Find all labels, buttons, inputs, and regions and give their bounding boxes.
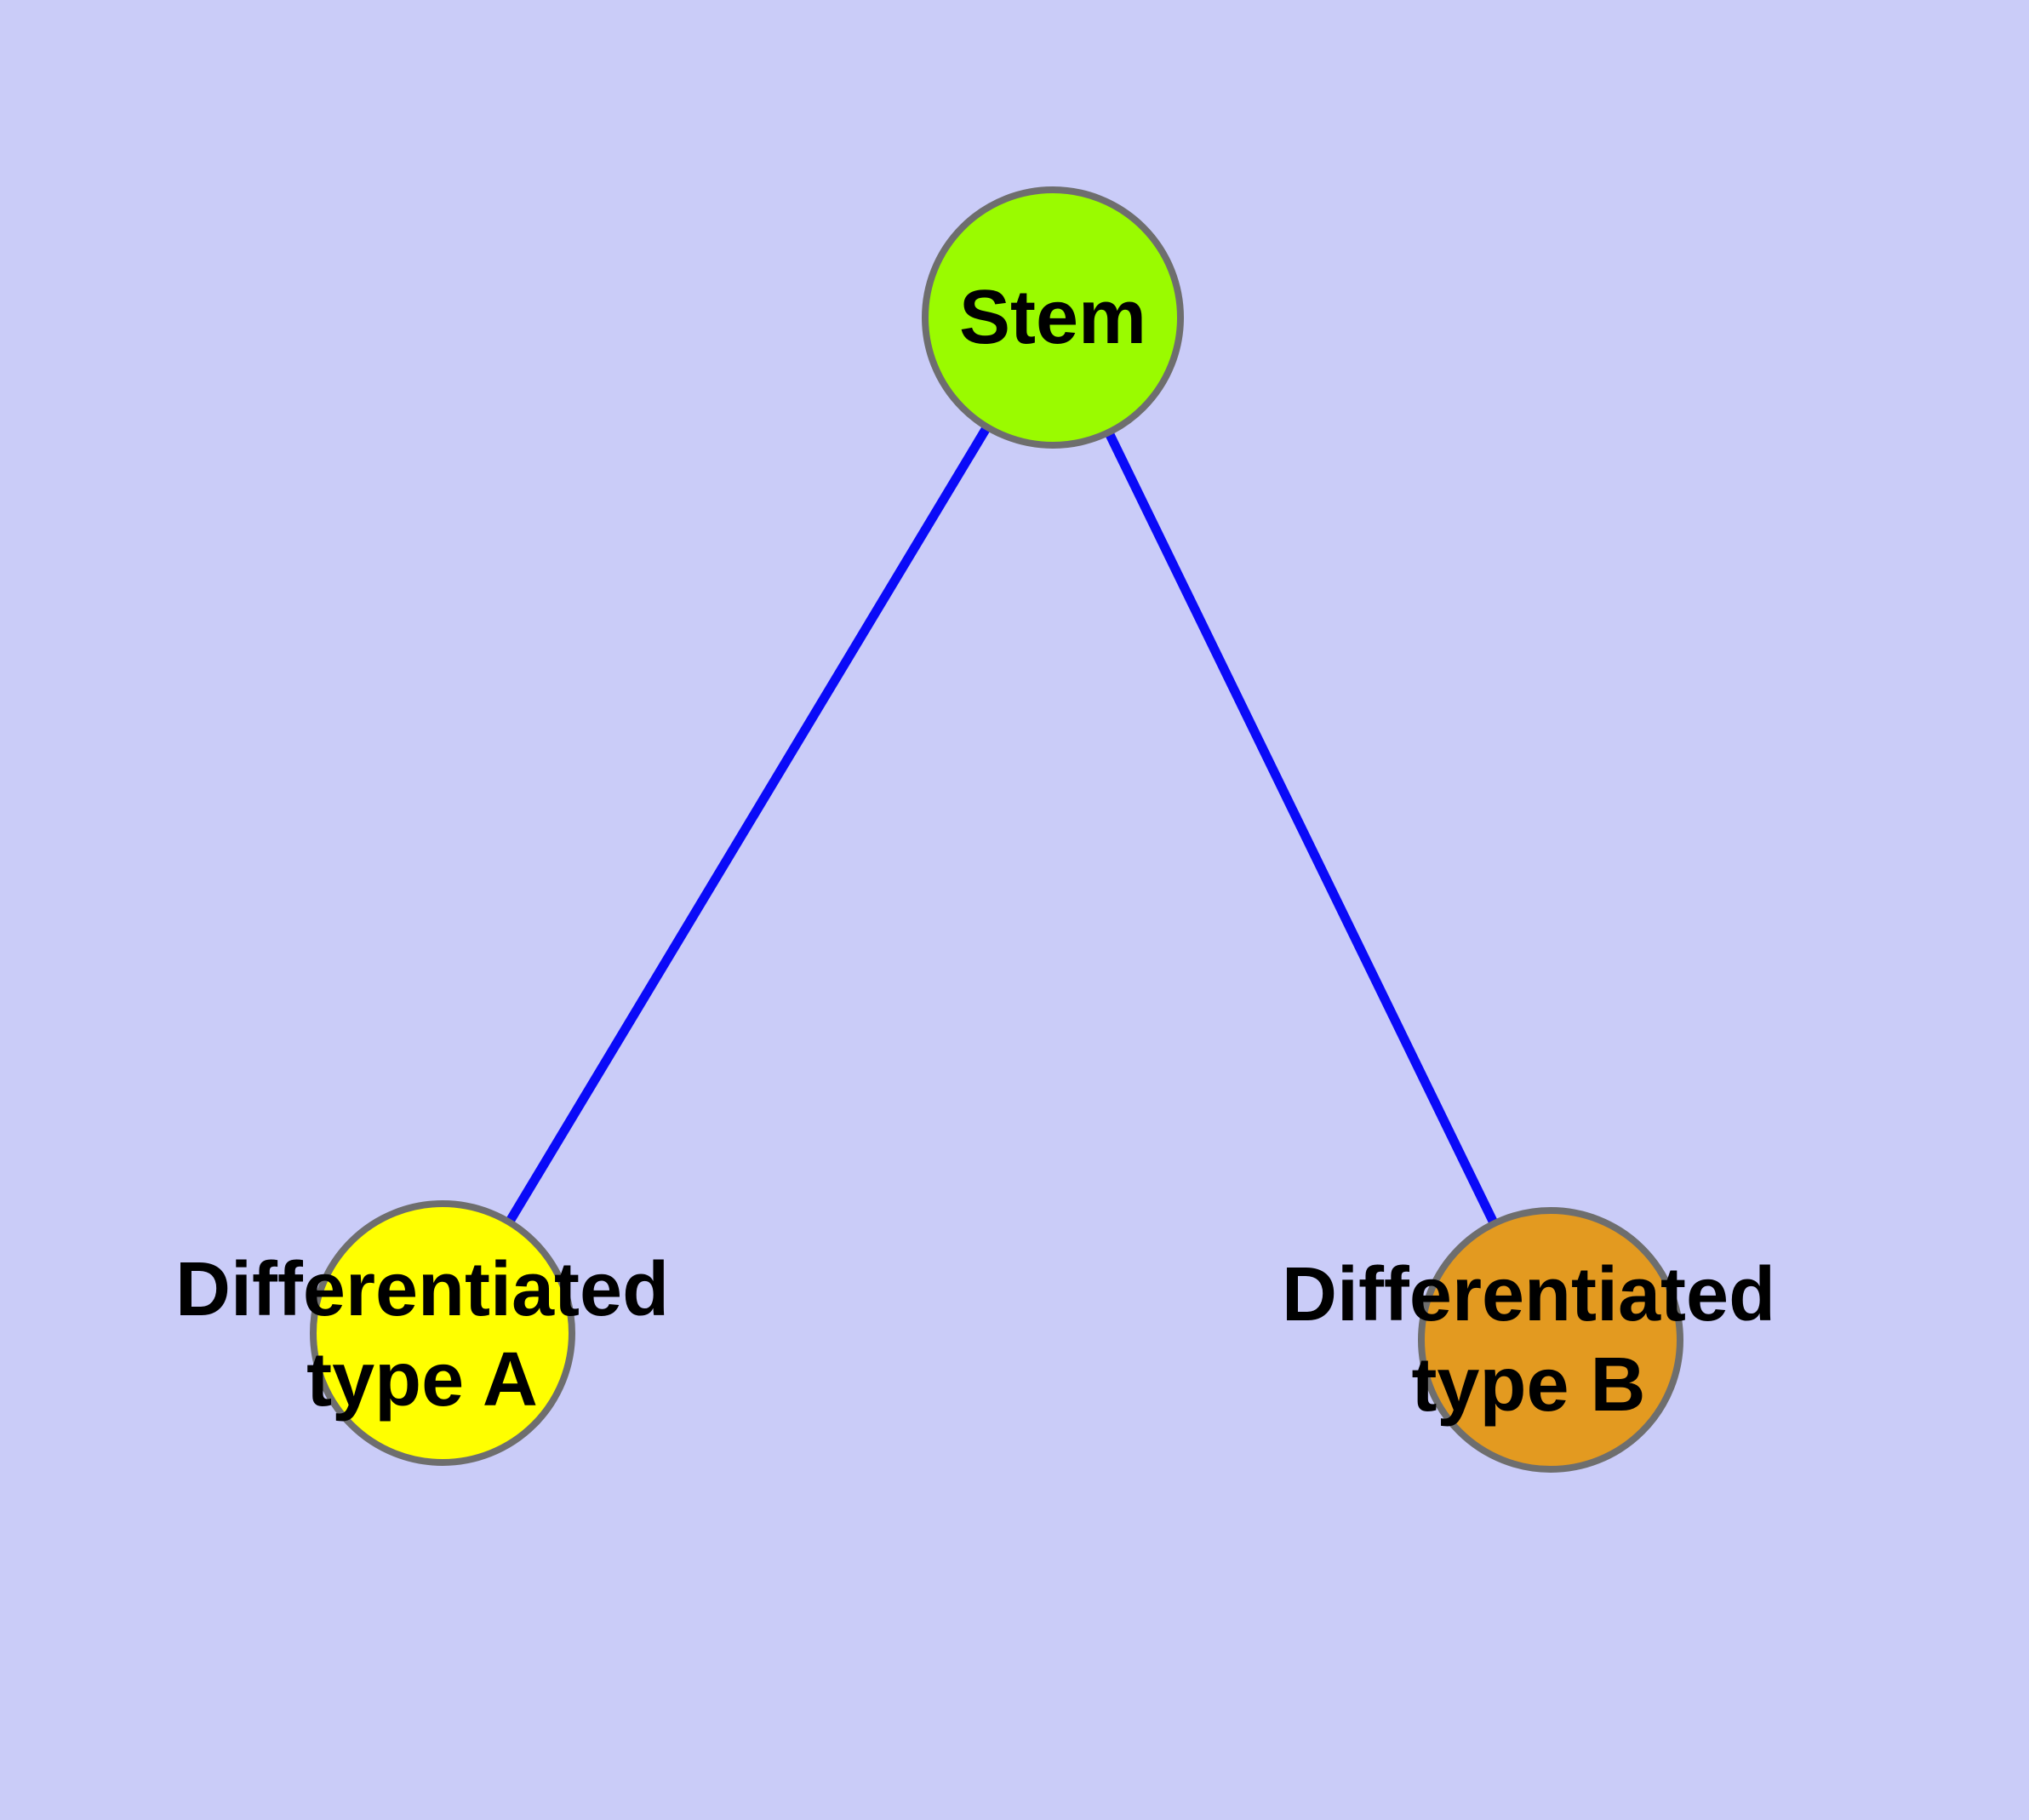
edge-stem-type-a — [438, 315, 1057, 1336]
node-circle-type-a — [310, 1200, 575, 1466]
node-circle-type-b — [1418, 1207, 1683, 1473]
edge-stem-type-b — [1049, 315, 1555, 1342]
node-circle-stem — [922, 186, 1184, 449]
